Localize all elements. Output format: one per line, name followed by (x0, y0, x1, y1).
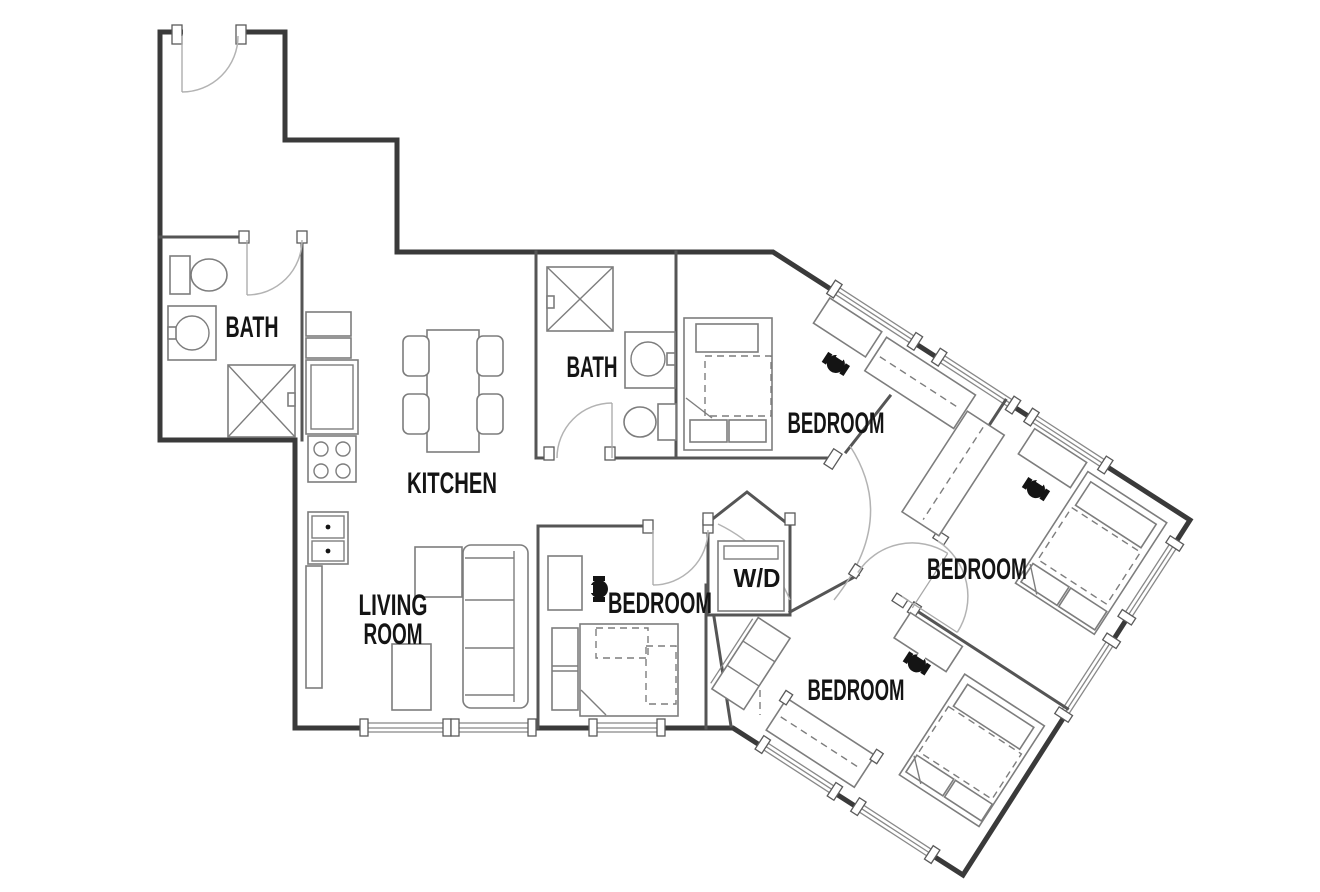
linen-closet-icon (710, 616, 792, 711)
window (450, 718, 537, 737)
room-label-bedroom-2: BEDROOM (608, 587, 712, 620)
window (588, 718, 666, 737)
room-label-bedroom-4: BEDROOM (808, 674, 905, 707)
room-label-bedroom-3: BEDROOM (927, 553, 1027, 586)
kitchen-counter (305, 565, 323, 689)
kitchen-cabinets (305, 311, 352, 359)
desk-chair-icon (902, 650, 932, 676)
desk (812, 296, 883, 359)
room-label-bath-2: BATH (567, 351, 618, 384)
room-label-kitchen: KITCHEN (407, 467, 497, 500)
room-label-bath-1: BATH (226, 311, 279, 344)
desk (892, 611, 964, 673)
refrigerator-icon (305, 359, 359, 435)
bath-2-door (543, 402, 616, 461)
stove-icon (307, 435, 357, 483)
angled-wing (710, 279, 1185, 865)
wardrobe-icon (551, 627, 579, 711)
bed-icon (579, 623, 679, 717)
closet-icon (900, 410, 1006, 537)
toilet-icon (169, 255, 228, 295)
exterior-walls (157, 29, 1194, 879)
bedroom-2-door (642, 519, 714, 586)
washer-dryer-icon (717, 540, 785, 612)
shower-icon (546, 266, 614, 332)
dining-table-icon (402, 329, 504, 453)
kitchen-sink-icon (307, 511, 349, 565)
entry-door (171, 24, 247, 93)
bath-1-door (238, 230, 308, 296)
bed-icon (898, 673, 1046, 828)
room-labels: BATH KITCHEN BATH BEDROOM BEDROOM W/D LI… (226, 311, 1028, 707)
laundry-door (702, 512, 796, 526)
bathroom-sink-icon (624, 331, 676, 389)
toilet-icon (623, 403, 677, 441)
bathroom-sink-icon (167, 305, 217, 361)
bed-icon (1014, 470, 1168, 636)
room-label-living-room-line1: LIVING (359, 589, 428, 622)
room-label-living-room-line2: ROOM (364, 618, 423, 651)
sofa-icon (462, 544, 529, 709)
bed-icon (683, 317, 773, 451)
window (359, 718, 452, 737)
closet-icon (765, 689, 885, 789)
desk-chair-icon (586, 576, 608, 602)
window (754, 279, 1185, 865)
desk (1017, 427, 1088, 489)
interior-walls (910, 398, 1070, 711)
desk (547, 555, 583, 611)
desk-chair-icon (1021, 476, 1051, 502)
coffee-table (391, 643, 432, 711)
desk-chair-icon (821, 350, 851, 377)
bedroom-1-door (717, 445, 872, 601)
closet-icon (863, 336, 977, 430)
side-table (414, 546, 463, 598)
shower-icon (227, 364, 296, 438)
room-label-bedroom-1: BEDROOM (788, 407, 885, 440)
room-label-laundry: W/D (734, 563, 781, 593)
